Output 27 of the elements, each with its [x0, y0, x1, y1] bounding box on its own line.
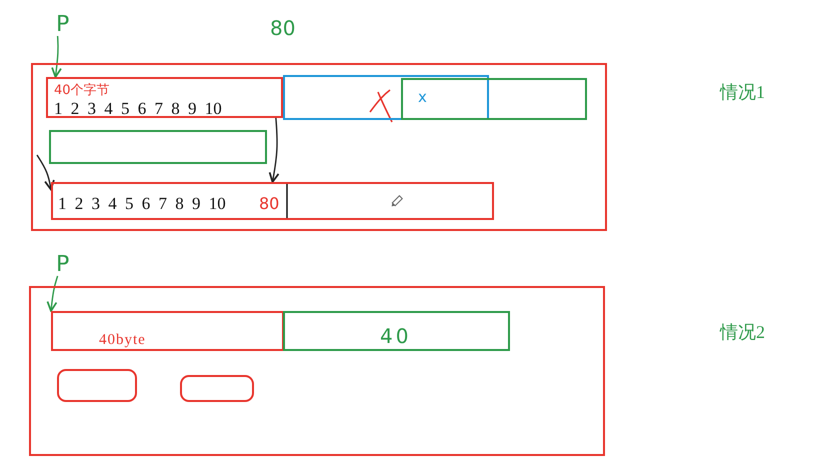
variable-label: x: [418, 88, 427, 106]
size-note: 40个字节: [54, 82, 110, 99]
memory-panel: [29, 286, 605, 456]
size-note: 40: [380, 324, 412, 348]
memory-block: [51, 311, 284, 351]
memory-block: [57, 369, 137, 402]
byte-sequence: 1 2 3 4 5 6 7 8 9 10: [54, 99, 222, 119]
byte-sequence: 1 2 3 4 5 6 7 8 9 10: [58, 194, 226, 214]
pointer-name: P: [56, 252, 70, 277]
size-note: 80: [259, 194, 280, 213]
memory-block: [46, 77, 283, 118]
memory-block: [180, 375, 254, 402]
memory-block: [401, 78, 587, 120]
memory-block: [283, 311, 510, 351]
size-note: 40byte: [99, 332, 146, 349]
case-label: 情况1: [720, 81, 765, 104]
memory-block: [49, 130, 267, 164]
size-label: 80: [270, 16, 296, 40]
arrow: [268, 118, 280, 183]
memory-block: [51, 182, 494, 220]
memory-block: [283, 75, 489, 120]
pointer-name: P: [56, 12, 70, 37]
arrow: [46, 276, 58, 312]
arrow: [36, 154, 55, 190]
case-label: 情况2: [720, 321, 765, 344]
memory-panel: [31, 63, 607, 231]
arrow: [51, 36, 62, 78]
